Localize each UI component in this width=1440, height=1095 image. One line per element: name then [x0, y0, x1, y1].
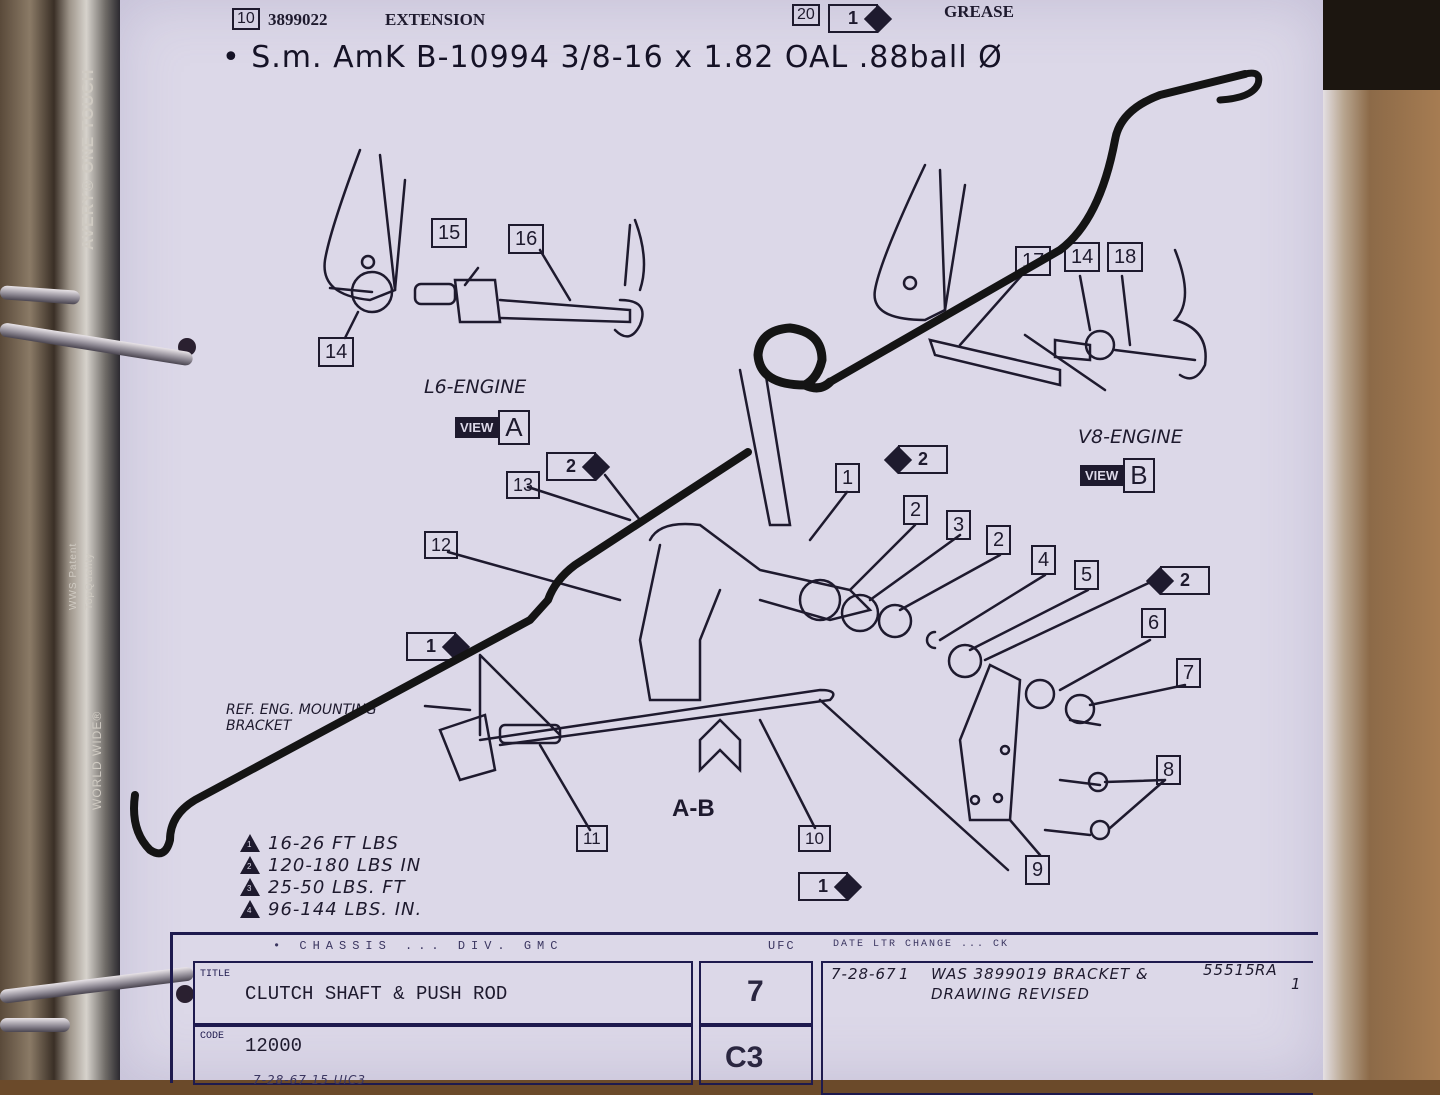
ufc-header: UFC — [768, 939, 796, 953]
title-cell — [193, 961, 693, 1027]
ufc-cell — [699, 961, 813, 1027]
v8-engine-label: V8-ENGINE — [1078, 426, 1183, 448]
callout-6: 6 — [1141, 608, 1167, 638]
torque-num: 2 — [247, 862, 252, 871]
torque-row: 3 25-50 LBS. FT — [240, 876, 422, 898]
callout-18: 18 — [1107, 242, 1144, 272]
torque-num: 3 — [247, 884, 252, 893]
callout-16: 16 — [508, 224, 545, 254]
callout-11: 11 — [576, 825, 608, 852]
handwritten-spec-note: • S.m. AmK B-10994 3/8-16 x 1.82 OAL .88… — [222, 40, 1003, 75]
callout-4: 4 — [1031, 545, 1057, 575]
view-a-tag: VIEW A — [455, 410, 530, 445]
callout-10: 10 — [798, 825, 831, 852]
item-10-box: 10 — [232, 8, 260, 30]
torque-row: 1 16-26 FT LBS — [240, 832, 422, 854]
flag-1-left: 1 — [406, 632, 471, 661]
torque-num: 1 — [247, 840, 252, 849]
callout-12: 12 — [424, 531, 459, 559]
flag-1-bottom: 1 — [798, 872, 863, 901]
callout-15: 15 — [431, 218, 468, 248]
callout-2-b: 2 — [986, 525, 1012, 555]
part-number-3899022: 3899022 — [268, 10, 328, 29]
drawing-code: 12000 — [245, 1035, 303, 1057]
torque-triangle-icon: 3 — [240, 878, 260, 896]
part-name-grease: GREASE — [944, 2, 1014, 21]
drawing-title: CLUTCH SHAFT & PUSH ROD — [245, 983, 508, 1005]
view-word: VIEW — [455, 417, 499, 438]
binder-ring-lower-b — [0, 1018, 70, 1032]
revision-ck: 1 — [1291, 975, 1302, 993]
page-stack-edge — [1323, 90, 1440, 1080]
torque-value: 120-180 LBS IN — [268, 854, 422, 876]
torque-num: 4 — [247, 906, 252, 915]
revision-letter: 1 — [899, 965, 910, 983]
flag-grease-1: 1 — [828, 4, 893, 33]
title-block: • CHASSIS ... DIV. GMC UFC DATE LTR CHAN… — [170, 932, 1318, 1095]
item-20-box: 20 — [792, 4, 820, 26]
torque-triangle-icon: 1 — [240, 834, 260, 852]
torque-value: 25-50 LBS. FT — [268, 876, 406, 898]
revision-date: 7-28-67 — [831, 965, 897, 983]
punch-hole-lower — [176, 985, 194, 1003]
ufc-value: 7 — [747, 975, 764, 1008]
callout-9: 9 — [1025, 855, 1051, 885]
view-b-tag: VIEW B — [1080, 458, 1155, 493]
revision-initials: RA — [1255, 961, 1278, 979]
callout-2-a: 2 — [903, 495, 929, 525]
revision-change-1: WAS 3899019 BRACKET & — [931, 965, 1149, 983]
callout-3: 3 — [946, 510, 972, 540]
title-block-header: • CHASSIS ... DIV. GMC — [273, 939, 564, 953]
flag-2-left: 2 — [546, 452, 611, 481]
callout-5: 5 — [1074, 560, 1100, 590]
view-word: VIEW — [1080, 465, 1124, 486]
flag-2-mid: 2 — [883, 445, 949, 474]
torque-value: 16-26 FT LBS — [268, 832, 399, 854]
view-letter-a: A — [498, 410, 530, 445]
flag-2-right: 2 — [1145, 566, 1211, 595]
callout-8: 8 — [1156, 755, 1182, 785]
torque-legend: 1 16-26 FT LBS 2 120-180 LBS IN 3 25-50 … — [240, 832, 422, 920]
callout-7: 7 — [1176, 658, 1202, 688]
l6-engine-label: L6-ENGINE — [424, 376, 527, 398]
revision-header: DATE LTR CHANGE ... CK — [833, 939, 1010, 950]
torque-row: 4 96-144 LBS. IN. — [240, 898, 422, 920]
callout-13: 13 — [506, 471, 541, 499]
torque-triangle-icon: 4 — [240, 900, 260, 918]
dark-background — [1323, 0, 1440, 90]
part-name-extension: EXTENSION — [385, 10, 486, 29]
torque-row: 2 120-180 LBS IN — [240, 854, 422, 876]
torque-value: 96-144 LBS. IN. — [268, 898, 423, 920]
section-marker-ab: A-B — [672, 795, 715, 822]
revision-ref: 55515 — [1203, 961, 1256, 979]
group-value: C3 — [725, 1041, 764, 1074]
callout-14-b: 14 — [1064, 242, 1101, 272]
callout-1: 1 — [835, 463, 861, 493]
callout-14-a: 14 — [318, 337, 355, 367]
binder-spine: AVERY® ONE TOUCH WORLD WIDE® WWS Patent … — [0, 0, 120, 1080]
revision-change-2: DRAWING REVISED — [931, 985, 1090, 1003]
bracket-reference-label: REF. ENG. MOUNTING BRACKET — [226, 702, 377, 734]
torque-triangle-icon: 2 — [240, 856, 260, 874]
view-letter-b: B — [1123, 458, 1155, 493]
